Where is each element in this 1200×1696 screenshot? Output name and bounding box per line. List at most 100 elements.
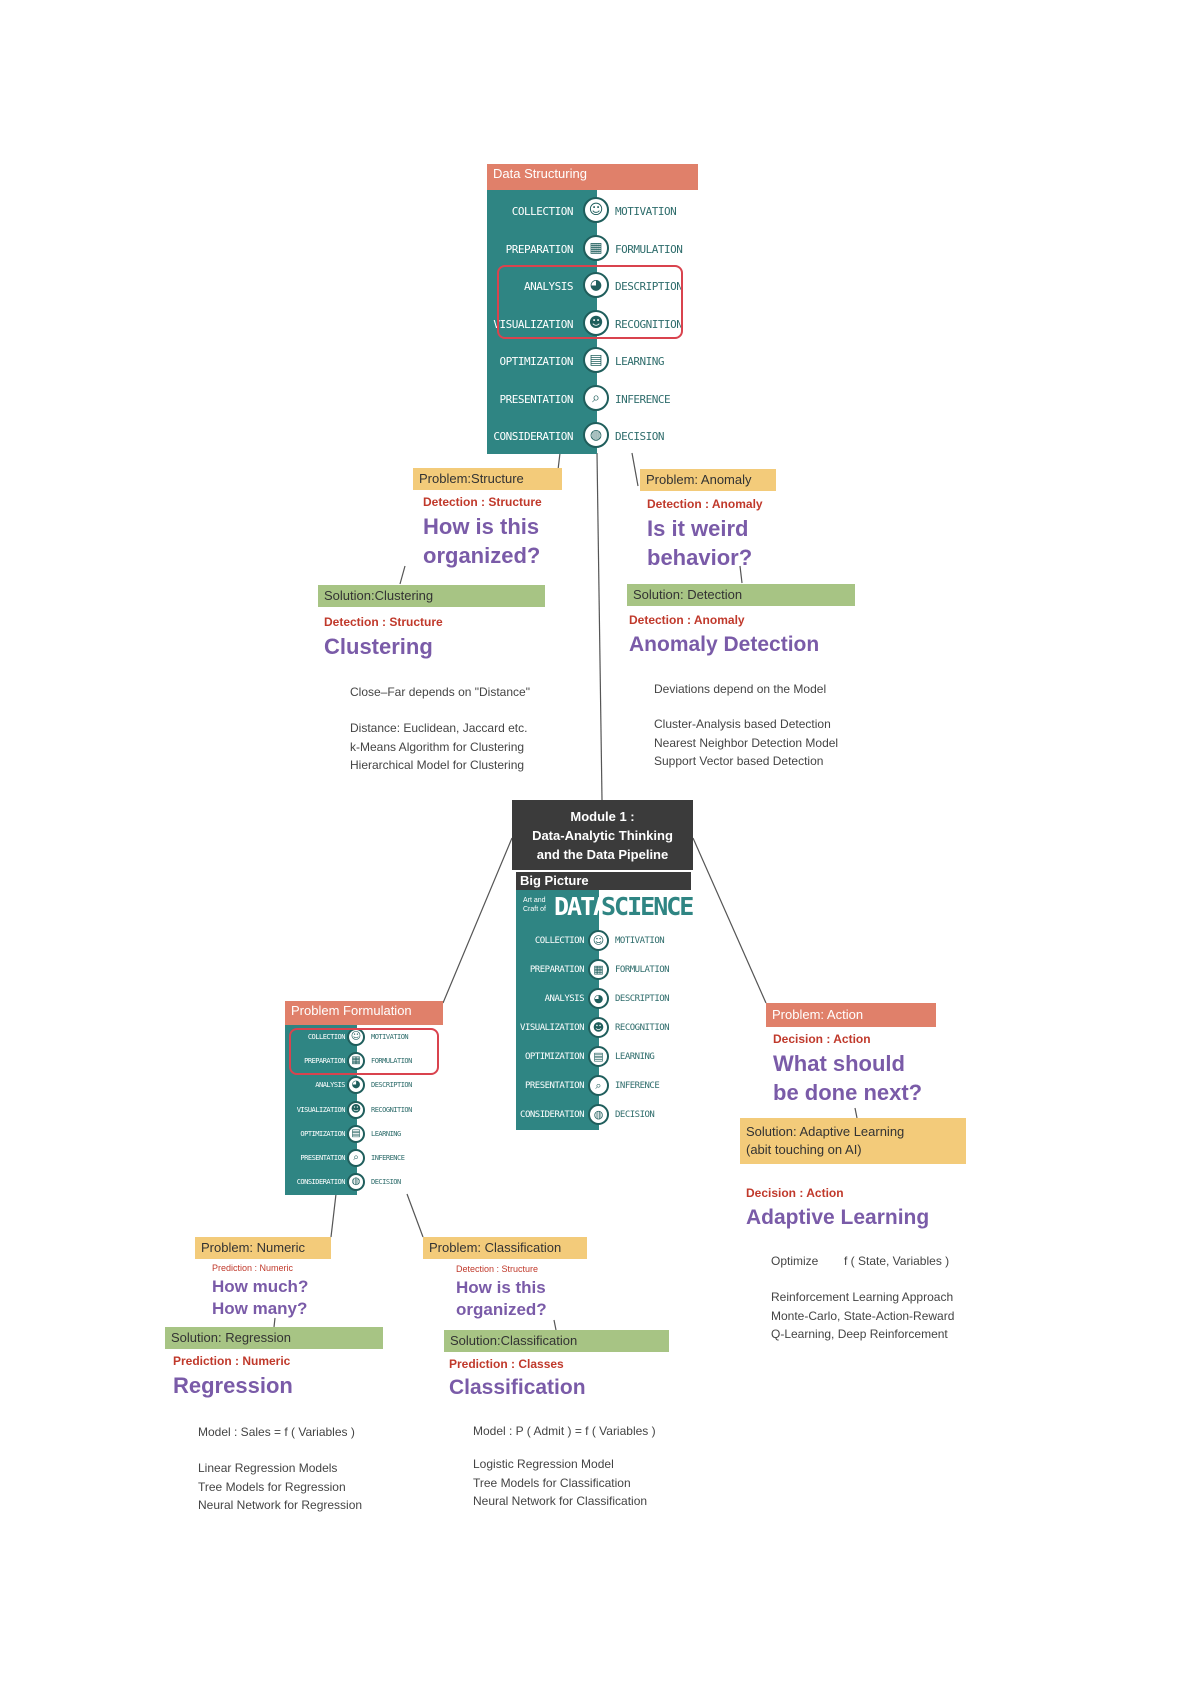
problem-action-tag[interactable]: Problem: Action bbox=[766, 1003, 936, 1027]
pipeline-right-label: DECISION bbox=[371, 1178, 401, 1187]
pipeline-right-label: FORMULATION bbox=[371, 1057, 412, 1066]
clustering-item: Distance: Euclidean, Jaccard etc. bbox=[350, 721, 528, 735]
module-node[interactable]: Module 1 : Data-Analytic Thinking and th… bbox=[512, 800, 693, 870]
pipeline-row: OPTIMIZATION▤LEARNING bbox=[516, 1042, 691, 1071]
adaptive-item: Reinforcement Learning Approach bbox=[771, 1290, 954, 1304]
solution-classification-tag[interactable]: Solution:Classification bbox=[444, 1330, 669, 1352]
module-title-line: and the Data Pipeline bbox=[536, 846, 669, 862]
module-title-line: Module 1 : bbox=[570, 809, 635, 824]
magnifier-icon: ⌕ bbox=[347, 1149, 365, 1167]
problem-anomaly-label: Problem: Anomaly bbox=[646, 472, 752, 487]
problem-formulation-header: Problem Formulation bbox=[285, 1001, 443, 1025]
pipeline-row: ANALYSIS◕DESCRIPTION bbox=[516, 984, 691, 1013]
big-picture-node[interactable]: Big Picture Art and Craft of DATA SCIENC… bbox=[516, 872, 694, 1130]
problem-formulation-node[interactable]: Problem Formulation COLLECTION☺MOTIVATIO… bbox=[285, 1001, 443, 1195]
pipeline-left-label: VISUALIZATION bbox=[520, 1023, 584, 1033]
classification-prediction-label: Prediction : Classes bbox=[449, 1357, 564, 1371]
solution-regression-tag[interactable]: Solution: Regression bbox=[165, 1327, 383, 1349]
clustering-title: Clustering bbox=[324, 634, 433, 659]
pipeline-right-label: INFERENCE bbox=[615, 392, 671, 406]
regression-items: Linear Regression Models Tree Models for… bbox=[198, 1459, 362, 1515]
structure-question-line: organized? bbox=[423, 542, 541, 568]
chart-icon: ▤ bbox=[583, 347, 609, 373]
pipeline-left-label: VISUALIZATION bbox=[296, 1105, 346, 1114]
data-structuring-title: Data Structuring bbox=[493, 166, 587, 181]
optimize-label: Optimize bbox=[771, 1254, 819, 1268]
pipeline-right-label: LEARNING bbox=[615, 355, 664, 368]
solution-clustering-tag[interactable]: Solution:Clustering bbox=[318, 585, 545, 607]
anomaly-detection-title: Anomaly Detection bbox=[629, 633, 820, 656]
chart-icon: ▤ bbox=[588, 1046, 609, 1067]
table-icon: ▦ bbox=[583, 234, 609, 261]
pipeline-row: OPTIMIZATION▤LEARNING bbox=[285, 1122, 443, 1146]
anomaly-note: Deviations depend on the Model bbox=[654, 682, 827, 696]
pipeline-row: VISUALIZATION☻RECOGNITION bbox=[487, 303, 698, 341]
pipeline-left-label: ANALYSIS bbox=[544, 994, 585, 1004]
magnifier-icon: ⌕ bbox=[583, 384, 609, 411]
pipeline-right-label: MOTIVATION bbox=[615, 936, 665, 946]
problem-classification-tag[interactable]: Problem: Classification bbox=[423, 1237, 587, 1259]
pipeline-row: OPTIMIZATION ▤ LEARNING bbox=[487, 340, 698, 378]
table-icon: ▦ bbox=[347, 1052, 365, 1071]
pipeline-row: PREPARATION▦FORMULATION bbox=[487, 228, 698, 266]
numeric-question: How much? How many? bbox=[212, 1276, 308, 1320]
big-picture-header: Big Picture bbox=[516, 872, 691, 890]
brain-icon: ◍ bbox=[588, 1104, 609, 1125]
pipeline-right-label: FORMULATION bbox=[615, 965, 670, 975]
table-icon: ▦ bbox=[588, 959, 609, 980]
solution-detection-label: Solution: Detection bbox=[633, 587, 743, 602]
action-question: What should be done next? bbox=[773, 1050, 922, 1107]
problem-anomaly-tag[interactable]: Problem: Anomaly bbox=[640, 469, 776, 491]
head-icon: ☻ bbox=[347, 1100, 365, 1119]
pipeline-left-label: CONSIDERATION bbox=[520, 1110, 584, 1120]
module-title-line: Data-Analytic Thinking bbox=[532, 827, 673, 843]
data-structuring-header: Data Structuring bbox=[487, 164, 698, 190]
pipeline-left-label: COLLECTION bbox=[511, 205, 574, 218]
numeric-question-line: How much? bbox=[212, 1277, 309, 1296]
classification-question: How is this organized? bbox=[456, 1277, 547, 1321]
pipeline-right-label: MOTIVATION bbox=[371, 1033, 409, 1041]
anomaly-items: Cluster-Analysis based Detection Nearest… bbox=[654, 715, 838, 771]
pipeline-left-label: OPTIMIZATION bbox=[499, 355, 574, 368]
pipeline-left-label: PRESENTATION bbox=[524, 1081, 585, 1091]
clustering-detection-label: Detection : Structure bbox=[324, 615, 443, 629]
pipeline-right-label: INFERENCE bbox=[615, 1081, 660, 1091]
adaptive-items: Reinforcement Learning Approach Monte-Ca… bbox=[771, 1288, 954, 1344]
solution-adaptive-line: (abit touching on AI) bbox=[746, 1142, 862, 1157]
regression-item: Tree Models for Regression bbox=[198, 1479, 346, 1494]
solution-adaptive-tag[interactable]: Solution: Adaptive Learning (abit touchi… bbox=[740, 1118, 966, 1164]
pipeline-right-label: DESCRIPTION bbox=[615, 280, 683, 293]
head-icon: ☻ bbox=[588, 1017, 609, 1038]
big-picture-label: Big Picture bbox=[520, 873, 589, 888]
pipeline-row: ANALYSIS◕DESCRIPTION bbox=[487, 265, 698, 303]
problem-numeric-tag[interactable]: Problem: Numeric bbox=[195, 1237, 331, 1259]
action-decision-label: Decision : Action bbox=[773, 1032, 871, 1046]
pipeline-left-label: ANALYSIS bbox=[524, 280, 573, 293]
problem-formulation-title: Problem Formulation bbox=[291, 1003, 412, 1018]
pipeline-left-label: CONSIDERATION bbox=[493, 430, 573, 443]
problem-structure-tag[interactable]: Problem:Structure bbox=[413, 468, 562, 490]
pipeline-right-label: DESCRIPTION bbox=[615, 994, 670, 1004]
solution-detection-tag[interactable]: Solution: Detection bbox=[627, 584, 855, 606]
pipeline-left-label: COLLECTION bbox=[534, 936, 585, 946]
pipeline-right-label: DECISION bbox=[615, 1110, 655, 1120]
pipeline-row: COLLECTION☺ MOTIVATION bbox=[516, 926, 691, 955]
classification-question-line: How is this bbox=[456, 1278, 546, 1297]
solution-regression-label: Solution: Regression bbox=[171, 1330, 291, 1345]
pipeline-left-label: ANALYSIS bbox=[315, 1081, 345, 1090]
pipeline-right-label: INFERENCE bbox=[371, 1154, 405, 1162]
brain-icon: ◍ bbox=[583, 422, 609, 448]
regression-item: Linear Regression Models bbox=[198, 1461, 338, 1475]
regression-prediction-label: Prediction : Numeric bbox=[173, 1354, 291, 1368]
pipeline-right-label: RECOGNITION bbox=[615, 1023, 670, 1033]
pipeline-row: PRESENTATION⌕INFERENCE bbox=[516, 1071, 691, 1100]
face-icon: ☺ bbox=[588, 930, 609, 951]
pipeline-right-label: LEARNING bbox=[371, 1129, 401, 1138]
art-craft-label: Art and Craft of bbox=[523, 896, 546, 914]
pipeline-row: PREPARATION▦FORMULATION bbox=[516, 955, 691, 984]
